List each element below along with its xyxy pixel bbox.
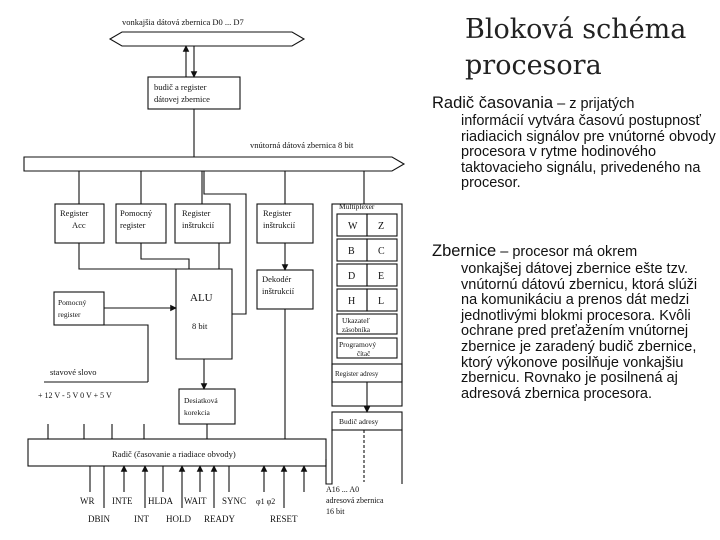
program-counter-box	[336, 337, 398, 359]
title-line-2: procesora	[465, 50, 602, 81]
control-unit-label: Radič (časovanie a riadiace obvody)	[112, 449, 236, 459]
buffer-label-line2: dátovej zbernice	[154, 94, 210, 104]
signal-int: INT	[134, 514, 149, 524]
address-out-label1: A16 ... A0	[326, 485, 359, 494]
lead-term: Zbernice	[432, 242, 497, 260]
lead-rest: – z prijatých	[553, 96, 635, 112]
slide-title: Bloková schéma procesora	[465, 12, 715, 84]
register-h-label: H	[348, 296, 355, 307]
processor-block-diagram: vonkajšia dátová zbernica D0 ... D7 budi…	[14, 14, 417, 534]
paragraph-body: informácií vytvára časovú postupnosť ria…	[461, 113, 716, 192]
signal-hlda: HLDA	[148, 496, 173, 506]
signal-wr: WR	[80, 496, 95, 506]
flags-label2: register	[58, 310, 81, 319]
stack-pointer-label2: zásobníka	[342, 326, 371, 334]
register-z-box	[366, 213, 398, 237]
paragraph-body: vonkajšej dátovej zbernice ešte tzv. vnú…	[461, 261, 698, 402]
internal-bus-label: vnútorná dátová zbernica 8 bit	[250, 140, 354, 150]
lead-rest: – procesor má okrem	[496, 244, 638, 260]
register-l-box	[366, 288, 398, 312]
stack-pointer-box	[336, 313, 398, 335]
temp-register-label1: Register	[263, 208, 291, 218]
signal-wait: WAIT	[184, 496, 207, 506]
bcd-label1: Desiatková	[184, 396, 218, 405]
alu-bits-label: 8 bit	[192, 321, 208, 331]
signal-phi: φ1 φ2	[256, 497, 275, 506]
paragraph-buses: Zbernice – procesor má okrem vonkajšej d…	[432, 242, 716, 402]
aux-register-label2: register	[120, 220, 146, 230]
address-out-label2: adresová zbernica	[326, 496, 384, 505]
address-out-label3: 16 bit	[326, 507, 345, 516]
aux-register-label1: Pomocný	[120, 208, 153, 218]
program-counter-label2: čítač	[357, 350, 370, 358]
instr-register-label2: inštrukcií	[182, 220, 215, 230]
signal-sync: SYNC	[222, 496, 246, 506]
bcd-correction-box	[178, 388, 236, 425]
register-z-label: Z	[378, 221, 384, 232]
external-data-bus	[108, 31, 306, 47]
power-label: + 12 V - 5 V 0 V + 5 V	[38, 391, 112, 400]
alu-label: ALU	[190, 292, 213, 304]
decoder-label1: Dekodér	[262, 274, 291, 284]
paragraph-lead: Zbernice – procesor má okrem	[432, 242, 716, 262]
signal-hold: HOLD	[166, 514, 191, 524]
alu-shape	[175, 268, 233, 360]
signal-dbin: DBIN	[88, 514, 110, 524]
bcd-label2: korekcia	[184, 408, 210, 417]
decoder-label2: inštrukcií	[262, 286, 295, 296]
lead-term: Radič časovania	[432, 94, 554, 112]
title-line-1: Bloková schéma	[465, 14, 687, 45]
signal-inte: INTE	[112, 496, 133, 506]
register-c-label: C	[378, 246, 385, 257]
register-l-label: L	[378, 296, 384, 307]
register-w-label: W	[348, 221, 358, 232]
external-bus-label: vonkajšia dátová zbernica D0 ... D7	[122, 17, 244, 27]
instr-register-label1: Register	[182, 208, 210, 218]
paragraph-control-unit: Radič časovania – z prijatých informácií…	[432, 94, 716, 192]
multiplexer-label: Multiplexer	[339, 202, 375, 211]
register-e-label: E	[378, 271, 384, 282]
register-e-box	[366, 263, 398, 287]
program-counter-label1: Programový	[339, 340, 376, 349]
paragraph-lead: Radič časovania – z prijatých	[432, 94, 716, 114]
stack-pointer-label1: Ukazateľ	[342, 316, 370, 325]
temp-register-label2: inštrukcií	[263, 220, 296, 230]
address-bus-output	[325, 429, 403, 485]
flags-register-box	[53, 291, 105, 326]
register-c-box	[366, 238, 398, 262]
flags-label1: Pomocný	[58, 298, 87, 307]
buffer-label-line1: budič a register	[154, 82, 207, 92]
register-b-label: B	[348, 246, 355, 257]
signal-ready: READY	[204, 514, 235, 524]
internal-data-bus	[23, 156, 406, 172]
address-register-label: Register adresy	[335, 370, 379, 378]
status-word-label: stavové slovo	[50, 367, 97, 377]
register-acc-label2: Acc	[72, 220, 86, 230]
address-buffer-label: Budič adresy	[339, 417, 379, 426]
signal-reset: RESET	[270, 514, 298, 524]
register-acc-label1: Register	[60, 208, 88, 218]
control-unit-box	[27, 438, 327, 467]
register-d-label: D	[348, 271, 355, 282]
